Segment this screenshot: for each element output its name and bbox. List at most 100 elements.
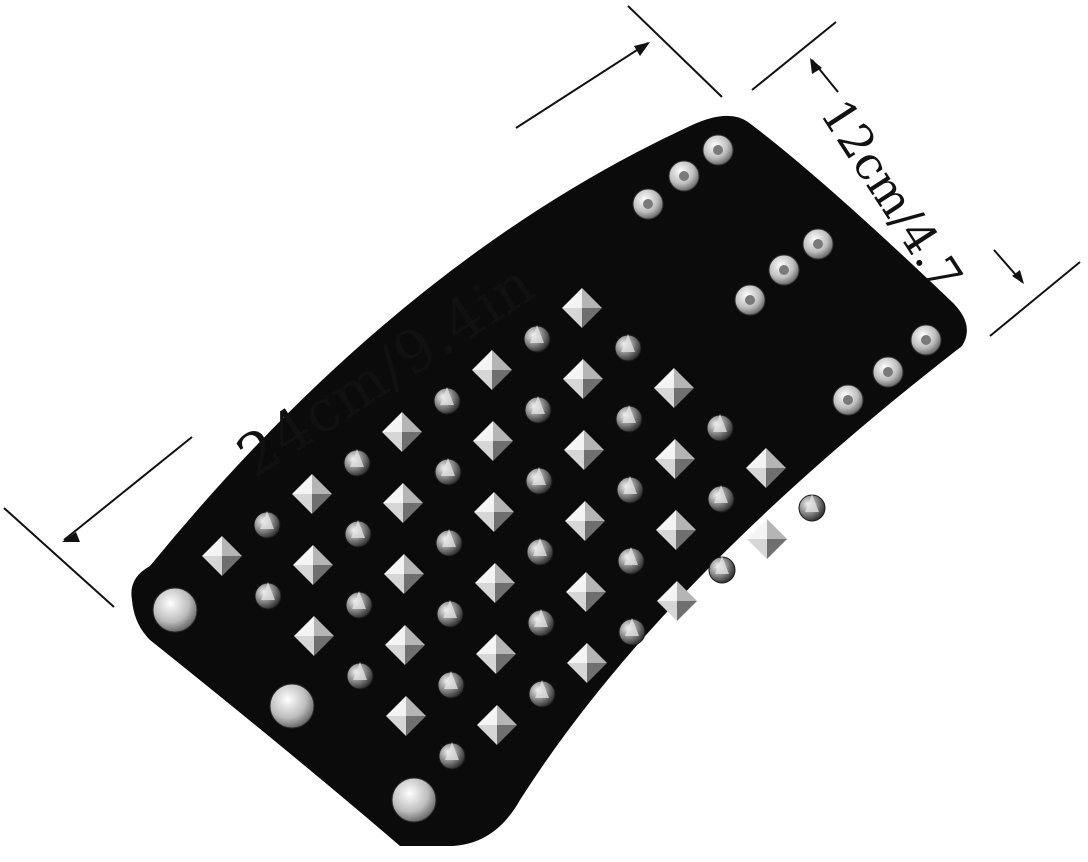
spike-tip — [622, 405, 636, 423]
spike-stud — [435, 529, 463, 557]
stud-facet — [582, 308, 602, 328]
spike-stud — [343, 449, 371, 477]
stud-facet — [404, 574, 424, 594]
pyramid-stud — [747, 519, 787, 559]
pyramid-stud — [562, 288, 602, 328]
stud-facet — [314, 636, 334, 656]
snap-center — [643, 199, 653, 209]
rivet — [269, 683, 315, 729]
snap-button — [702, 134, 734, 166]
pyramid-stud — [475, 563, 515, 603]
spike-tip — [444, 671, 458, 689]
pyramid-stud — [476, 634, 516, 674]
snap-button — [768, 254, 800, 286]
stud-facet — [384, 574, 404, 594]
spike-tip — [805, 494, 819, 512]
spike-tip — [533, 538, 547, 556]
width-arrowhead-top — [810, 58, 822, 74]
stud-facet — [655, 459, 675, 479]
pyramid-stud — [657, 581, 697, 621]
snap-center — [921, 335, 931, 345]
spike-stud — [436, 600, 464, 628]
spike-stud — [527, 609, 555, 637]
pyramid-stud — [294, 616, 334, 656]
spike-tip — [443, 600, 457, 618]
length-arrowhead-top — [634, 42, 650, 56]
stud-facet — [222, 536, 242, 556]
stud-facet — [563, 359, 583, 379]
spike-stud — [528, 680, 556, 708]
rivet — [152, 587, 198, 633]
stud-facet — [405, 645, 425, 665]
snap-center — [779, 265, 789, 275]
spike-stud — [523, 325, 551, 353]
spike-tip — [261, 582, 275, 600]
spike-tip — [530, 325, 544, 343]
stud-facet — [567, 663, 587, 683]
stud-facet — [492, 350, 512, 370]
stud-facet — [294, 636, 314, 656]
stud-facet — [314, 616, 334, 636]
spike-tip — [713, 414, 727, 432]
stud-facet — [766, 448, 786, 468]
stud-facet — [495, 583, 515, 603]
stud-facet — [475, 583, 495, 603]
spike-tip — [350, 449, 364, 467]
stud-facet — [675, 439, 695, 459]
stud-facet — [565, 501, 585, 521]
snap-button — [802, 228, 834, 260]
pyramid-stud — [656, 510, 696, 550]
stud-facet — [494, 512, 514, 532]
stud-facet — [473, 421, 493, 441]
spike-stud — [524, 396, 552, 424]
pyramid-stud — [474, 492, 514, 532]
spike-tip — [535, 680, 549, 698]
pyramid-stud — [655, 439, 695, 479]
pyramid-stud — [383, 483, 423, 523]
pyramid-stud — [565, 501, 605, 541]
stud-facet — [746, 448, 766, 468]
spike-stud — [618, 618, 646, 646]
stud-facet — [675, 459, 695, 479]
stud-facet — [496, 654, 516, 674]
stud-facet — [386, 716, 406, 736]
rivet-head — [269, 683, 315, 729]
stud-facet — [564, 450, 584, 470]
stud-facet — [406, 696, 426, 716]
snap-center — [813, 239, 823, 249]
snap-button — [734, 284, 766, 316]
stud-facet — [382, 412, 402, 432]
spike-tip — [441, 458, 455, 476]
pyramid-stud — [292, 474, 332, 514]
spike-stud — [614, 334, 642, 362]
stud-facet — [767, 539, 787, 559]
spike-stud — [706, 414, 734, 442]
stud-facet — [402, 412, 422, 432]
pyramid-stud — [472, 350, 512, 390]
stud-facet — [677, 581, 697, 601]
stud-facet — [587, 663, 607, 683]
stud-facet — [312, 494, 332, 514]
stud-facet — [583, 359, 603, 379]
stud-facet — [403, 483, 423, 503]
stud-facet — [677, 601, 697, 621]
spike-stud — [346, 662, 374, 690]
spike-stud — [615, 405, 643, 433]
stud-facet — [584, 430, 604, 450]
stud-facet — [564, 430, 584, 450]
stud-facet — [566, 592, 586, 612]
stud-facet — [472, 370, 492, 390]
spike-stud — [708, 556, 736, 584]
stud-facet — [292, 474, 312, 494]
stud-facet — [475, 563, 495, 583]
snap-center — [843, 395, 853, 405]
stud-facet — [402, 432, 422, 452]
pyramid-stud — [382, 412, 422, 452]
spike-stud — [525, 467, 553, 495]
stud-facet — [566, 572, 586, 592]
spike-stud — [254, 582, 282, 610]
stud-facet — [293, 565, 313, 585]
stud-facet — [493, 421, 513, 441]
stud-facet — [766, 468, 786, 488]
stud-facet — [404, 554, 424, 574]
